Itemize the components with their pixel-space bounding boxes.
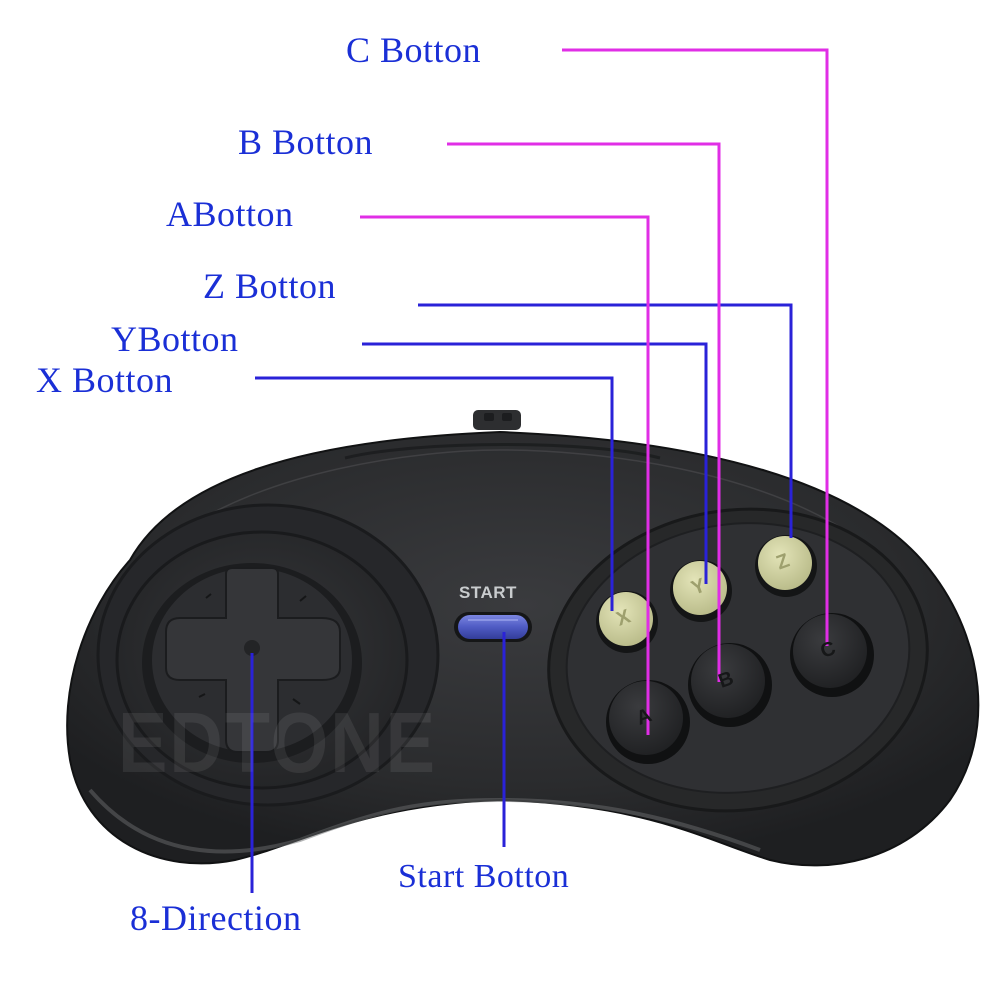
start-printed-text: START — [459, 583, 517, 602]
cable-connector — [473, 410, 521, 430]
label-z-button: Z Botton — [203, 266, 337, 306]
dpad-housing — [96, 503, 440, 807]
leader-lines-magenta — [360, 48, 829, 735]
button-c-shape[interactable] — [790, 613, 874, 697]
label-b-button: B Botton — [238, 122, 374, 162]
label-a-button: ABotton — [166, 194, 294, 234]
label-start-button: Start Botton — [398, 858, 570, 895]
start-button-shape[interactable] — [454, 612, 532, 642]
leader-lines-blue — [250, 303, 793, 893]
button-z-shape[interactable] — [755, 535, 817, 597]
button-b-shape[interactable] — [688, 643, 772, 727]
label-8-direction: 8-Direction — [130, 898, 302, 938]
label-x-button: X Botton — [36, 360, 174, 400]
label-y-button: YBotton — [111, 319, 239, 359]
watermark: EDTONE — [118, 694, 438, 791]
button-y-shape[interactable] — [670, 560, 732, 622]
label-c-button: C Botton — [346, 30, 482, 70]
